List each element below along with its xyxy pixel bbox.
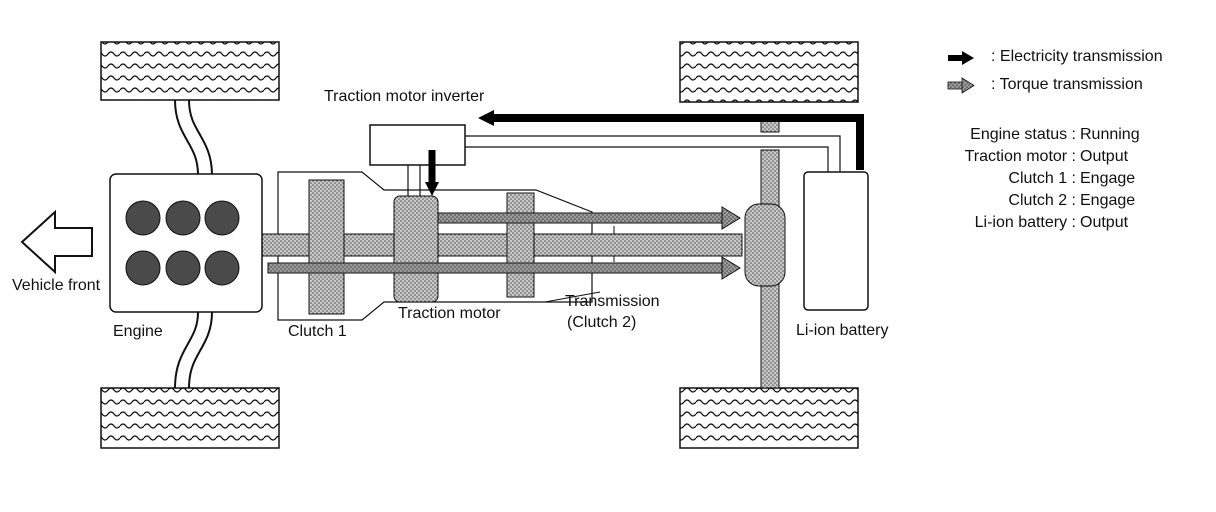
clutch-2 xyxy=(506,192,535,298)
status-row: Engine status :Running xyxy=(930,124,1170,146)
legend-electricity-text: : Electricity transmission xyxy=(991,48,1163,65)
rear-right-wheel xyxy=(679,387,859,449)
engine-label: Engine xyxy=(113,323,163,340)
status-key: Clutch 1 : xyxy=(1008,170,1076,187)
status-row: Li-ion battery :Output xyxy=(930,212,1170,234)
clutch-1 xyxy=(308,179,345,315)
legend-electricity: : Electricity transmission xyxy=(991,48,1163,66)
transmission-outline xyxy=(277,171,593,321)
status-key: Engine status : xyxy=(970,126,1076,143)
wire-inverter-battery xyxy=(465,135,841,172)
front-right-wheel xyxy=(100,387,280,449)
torque-legend-icon xyxy=(947,77,975,94)
torque-arrow-engine xyxy=(267,262,724,274)
torque-arrow-motor xyxy=(437,212,724,224)
li-ion-battery xyxy=(803,171,869,311)
wire-inverter-motor xyxy=(407,165,421,196)
legend-torque-text: : Torque transmission xyxy=(991,76,1143,93)
status-value: Engage xyxy=(1080,170,1136,187)
status-row: Clutch 2 :Engage xyxy=(930,190,1170,212)
status-value: Output xyxy=(1080,214,1129,231)
rear-left-wheel xyxy=(679,41,859,103)
transmission-label: Transmission xyxy=(565,293,660,310)
status-value: Output xyxy=(1080,148,1129,165)
status-value: Engage xyxy=(1080,192,1136,209)
status-key: Clutch 2 : xyxy=(1008,192,1076,209)
electricity-arrow-battery-inverter xyxy=(490,114,864,170)
vehicle-front-label: Vehicle front xyxy=(12,277,101,294)
engine-block xyxy=(109,173,263,313)
status-value: Running xyxy=(1080,126,1140,143)
front-left-wheel xyxy=(100,41,280,101)
status-key: Traction motor : xyxy=(964,148,1076,165)
status-row: Traction motor :Output xyxy=(930,146,1170,168)
traction-motor xyxy=(393,195,439,303)
clutch2-label: (Clutch 2) xyxy=(567,314,637,331)
battery-label: Li-ion battery xyxy=(796,322,889,339)
vehicle-front-arrow-icon xyxy=(20,209,93,275)
status-row: Clutch 1 :Engage xyxy=(930,168,1170,190)
electricity-legend-icon xyxy=(948,51,974,65)
status-key: Li-ion battery : xyxy=(974,214,1076,231)
traction-motor-inverter xyxy=(369,124,466,166)
status-table: Engine status :Running Traction motor :O… xyxy=(930,124,1170,234)
inverter-label: Traction motor inverter xyxy=(324,88,485,105)
transmission-pointer xyxy=(544,291,601,303)
differential xyxy=(744,203,786,287)
clutch1-label: Clutch 1 xyxy=(288,323,347,340)
legend-torque: : Torque transmission xyxy=(991,76,1143,94)
traction-motor-label: Traction motor xyxy=(398,305,501,322)
